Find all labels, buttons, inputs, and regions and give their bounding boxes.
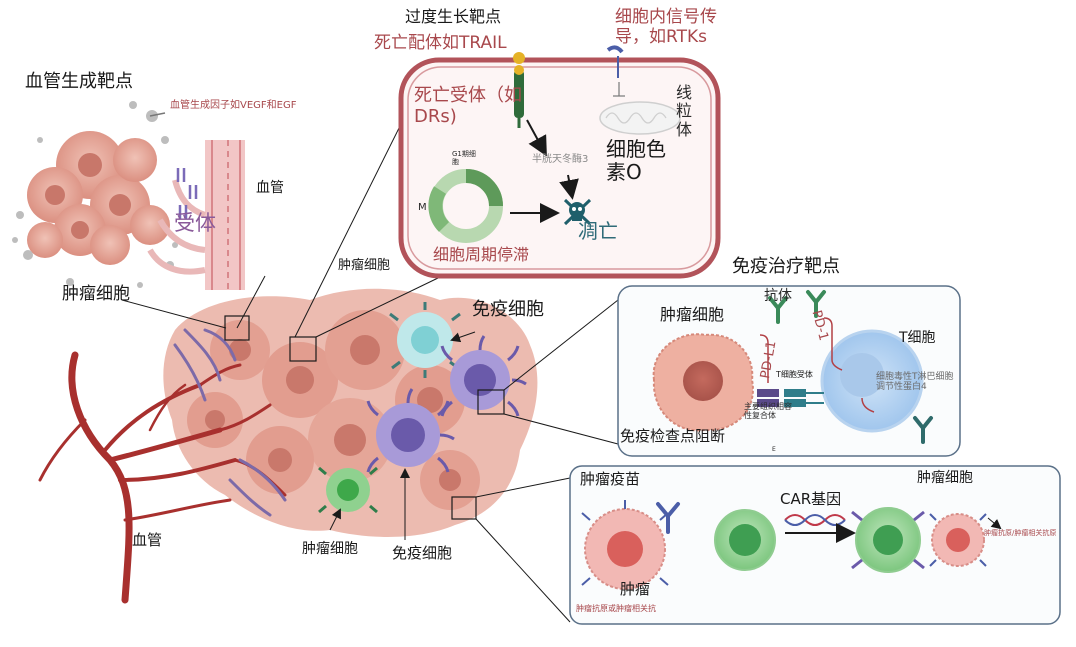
car-t-cell-icon [851,507,925,573]
tumor-cell-left-label: 肿瘤细胞 [62,284,130,304]
tcr-mhc-icon [757,389,824,407]
mitochondria-label: 线粒体 [676,83,693,139]
tumor-cell-immuno-label: 肿瘤细胞 [660,305,725,324]
vaccine-antibody-icon [656,502,680,534]
tumor-antigen-right-label: 肿瘤抗原/肿瘤相关抗原 [984,529,1057,537]
tcr-label: T细胞受体 [776,370,813,379]
vegf-pointer [149,112,166,117]
vegf-label: 血管生成因子如VEGF和EGF [170,100,297,111]
t-cell-label: T细胞 [899,330,936,346]
immune-cell-top-label: 免疫细胞 [472,299,544,320]
tumor-cell-immuno-icon [652,333,754,432]
tumor-cell-bottom-label: 肿瘤细胞 [302,541,358,557]
death-ligand-label: 死亡配体如TRAIL [374,33,507,53]
death-receptor-label: 死亡受体（如DRs) [414,85,522,127]
tumor-cell-car-label: 肿瘤细胞 [917,470,973,486]
vaccine-car-panel [569,465,1061,625]
immune-cell-bottom-label: 免疫细胞 [392,544,453,562]
rtk-receptor-icon [606,45,625,97]
receptor-icons-angio [176,168,198,219]
checkpoint-block-label: 免疫检查点阻断 [620,427,726,445]
main-blood-vessel [38,351,287,604]
intracellular-signal-label: 细胞内信号传导，如RTKs [615,7,717,47]
panel-mark-label: E [772,446,776,453]
caspase-label: 半胱天冬酶3 [532,154,589,165]
immune-cell-purple-top [440,335,527,417]
antibody-icons [768,290,933,444]
pd-markers [759,317,875,413]
tumor-cell-vaccine-icon [581,500,669,590]
zoom-connectors [236,109,619,623]
immune-cell-green [318,466,378,514]
tumor-cell-left-pointer [121,299,227,329]
blood-vessel-top [205,140,245,290]
tumor-cell-vaccine-label: 肿瘤 [620,580,651,598]
m-phase-label: M [418,202,427,213]
tumor-antigen-left-label: 肿瘤抗原或肿瘤相关抗 [576,604,656,613]
overgrowth-arrows [510,119,579,223]
sprouting-vessels [147,179,207,275]
vessel-top-label: 血管 [256,180,284,196]
label-pointers [329,331,476,540]
mhc-label: 主要组织相容性复合体 [744,402,792,421]
receptor-label: 受体 [174,211,216,235]
cytochrome-label: 细胞色素O [606,137,666,184]
tumor-cluster [27,131,170,265]
tumor-cell-car-icon [929,513,987,567]
immune-cell-purple-mid [366,388,455,473]
green-t-cell-icon [714,509,776,571]
purple-vessels [173,328,287,517]
immune-cell-cyan [389,302,461,378]
tumor-cell-mid-label: 肿瘤细胞 [338,258,391,273]
t-cell-icon [820,329,924,433]
ctla4-label: 细胞毒性T淋巴细胞调节性蛋白4 [876,372,954,393]
tumor-antigen-pointer [987,517,1002,530]
skull-icon [563,198,592,226]
cell-cycle-ring [428,169,503,243]
overgrowth-title: 过度生长靶点 [405,7,502,26]
antibody-label: 抗体 [764,288,792,304]
mitochondria-icon [599,101,681,135]
vessel-bottom-label: 血管 [132,531,163,549]
car-gene-label: CAR基因 [780,490,842,508]
immunotherapy-title: 免疫治疗靶点 [732,256,840,277]
angiogenesis-inset [12,101,245,290]
vaccine-label: 肿瘤疫苗 [580,470,641,488]
g1-cell-label: G1期细胞 [452,150,476,167]
death-receptor-icon [513,52,525,128]
dna-icon [784,514,846,526]
apoptosis-label: 凋亡 [578,219,618,243]
cell-cycle-arrest-label: 细胞周期停滞 [433,245,530,264]
angiogenesis-title: 血管生成靶点 [25,71,133,92]
